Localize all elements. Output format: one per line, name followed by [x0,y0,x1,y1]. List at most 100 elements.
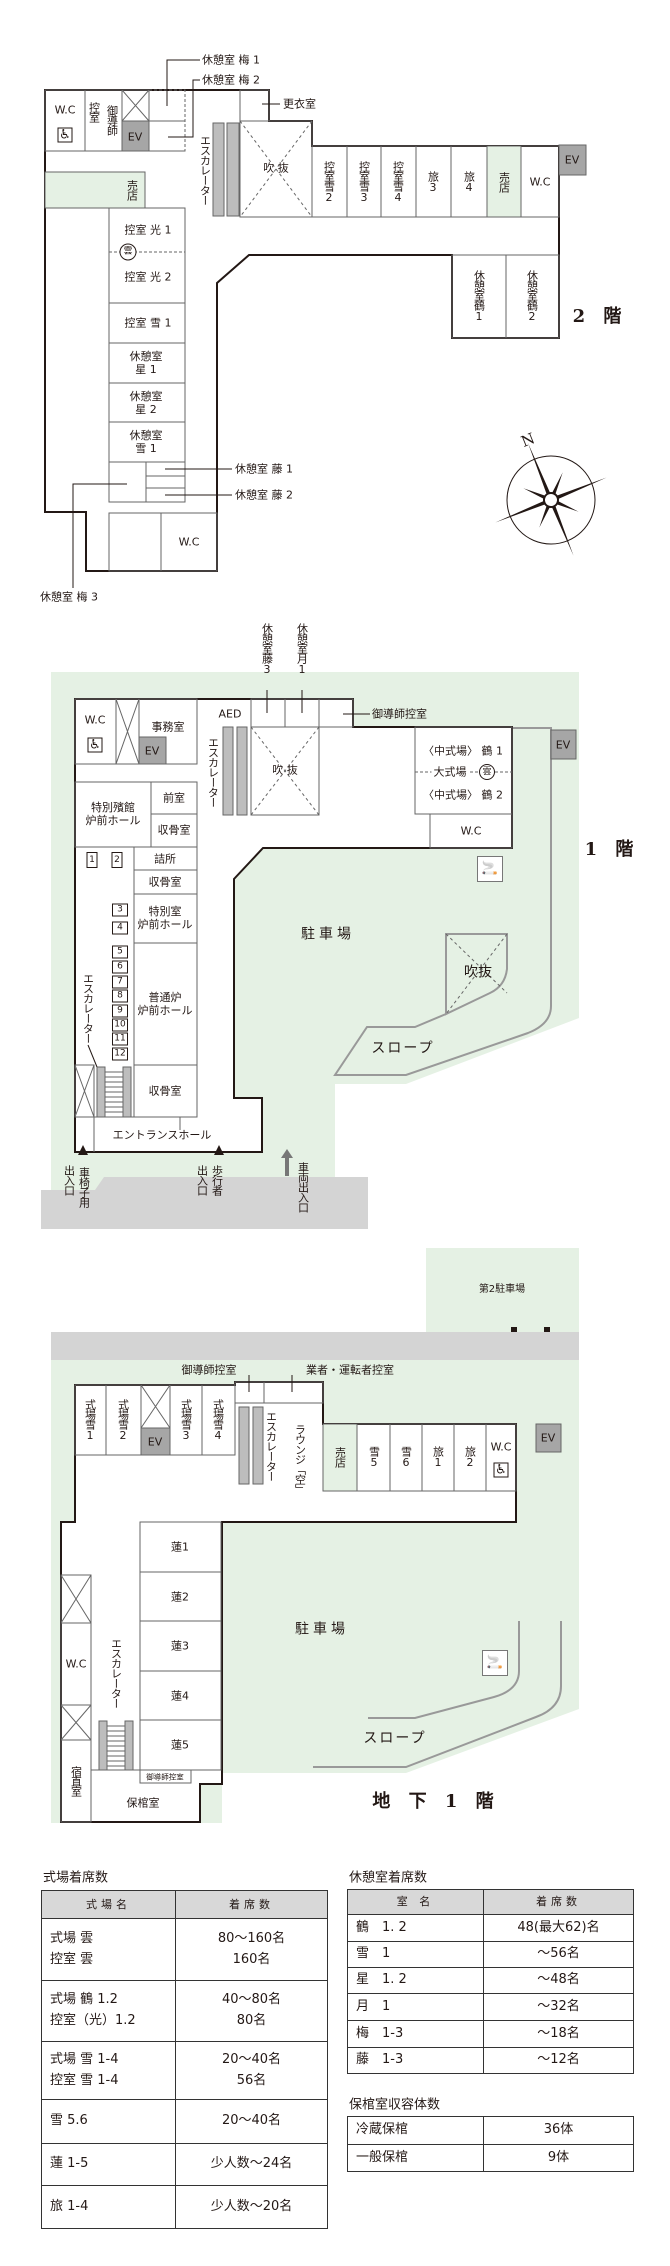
smoking-area-icon: 🚬 [482,1650,508,1676]
table-row: 雪 1～56名 [347,1941,634,1968]
b1-room-label: 雪6 [399,1446,413,1468]
column-header: 着席数 [483,1889,634,1915]
f1-shukotsu3-label: 収骨室 [148,1084,182,1098]
furnace-number: 4 [112,921,128,935]
f1-escalator-bar [222,726,234,816]
floor1-plan [41,672,579,1229]
f1-tokubetsu-shitsu-label: 特別室 炉前ホール [137,904,193,931]
b1-room-label: 旅2 [463,1446,477,1468]
f2-tsuru1-label: 休憩室鶴1 [472,270,486,322]
table-row: 藤 1-3～12名 [347,2047,634,2074]
b1-parking2-area [426,1248,579,1332]
f1-escalator2-label: エスカレーター [81,973,95,1043]
b1-gyousha-callout: 業者・運転者控室 [306,1363,394,1377]
f2-room-label: 控室雪2 [322,161,336,203]
seat-count: ～48名 [483,1967,634,1994]
b1-ren-label: 蓮5 [171,1738,189,1752]
f1-aed-label: AED [218,707,242,721]
b1-escalator2-label: エスカレーター [109,1638,123,1708]
wheelchair-icon: ♿ [57,127,73,143]
f2-shop-label: 売店 [125,180,139,200]
f2-escalator-bar [212,122,225,217]
f1-parking-label: 駐車場 [301,926,355,943]
wheelchair-icon: ♿ [493,1462,509,1478]
f1-escalator-bar [236,726,248,816]
furnace-number: 1 [86,852,98,868]
column-header: 室 名 [347,1889,484,1915]
b1-escalator-bar [238,1406,250,1485]
f2-ume3-callout: 休憩室 梅 3 [40,590,98,604]
pedestrian-entrance-arrow-icon [214,1145,224,1155]
f2-ev-right [558,144,587,176]
f2-room-label: 旅4 [462,171,476,193]
basement1-plan [51,1248,579,1823]
seat-count: 20～40名 [175,2099,328,2144]
f2-ev-label: EV [127,130,143,144]
ceremony-seating-title: 式場着席数 [43,1870,109,1886]
b1-ev-right [535,1423,562,1453]
f1-godoushi-hikae-callout: 御導師控室 [372,707,427,721]
f1-kumo-mark: 雲 [479,764,495,780]
b1-ev-right-label: EV [540,1431,556,1445]
f1-entrance-hall-label: エントランスホール [112,1128,212,1142]
furnace-number: 8 [112,989,128,1003]
f2-room-label: 控室雪4 [391,161,405,203]
f1-escalator-label: エスカレーター [206,737,220,807]
hall-name: 旅 1-4 [41,2185,176,2229]
f1-vehicle-exit-label: 車両出入口 [296,1162,310,1212]
f2-shop-area [44,171,146,209]
b1-ren-label: 蓮4 [171,1689,189,1703]
table-header-row: 室 名着席数 [347,1889,634,1915]
wheelchair-icon: ♿ [87,737,103,753]
f1-slope-label: スロープ [371,1040,435,1057]
floor2-title: 2 階 [572,306,628,328]
f1-atrium-small [445,933,508,1016]
f1-escalator-lower [96,1066,106,1118]
f2-room-label: 売店 [497,172,511,192]
f1-wc-label: W.C [84,713,106,727]
room-name: 星 1. 2 [347,1967,484,1994]
furnace-number: 7 [112,975,128,989]
column-header: 式場名 [41,1890,176,1919]
b1-room-label: 式場雪2 [116,1399,130,1441]
table-row: 梅 1-3～18名 [347,2020,634,2048]
f2-atrium-label: 吹 抜 [263,161,289,175]
f1-pedestrian-exit-label-b: 歩行者 [210,1165,224,1195]
f2-shop-2 [486,145,522,218]
b1-godoushi-small-label: 御導師控室 [146,1772,184,1782]
furnace-number: 5 [112,945,128,959]
f2-changing-room-label: 更衣室 [283,97,316,111]
f1-tsuki1-callout: 休憩室月1 [295,623,309,675]
f2-fuji1-callout: 休憩室 藤 1 [235,462,293,476]
b1-lounge-label: ラウンジ「空」 [293,1424,307,1494]
floor2-outline [44,89,560,572]
b1-parking-label: 駐車場 [295,1621,349,1638]
furnace-number: 3 [112,903,128,917]
b1-wc-label: W.C [490,1440,512,1454]
seat-count: ～32名 [483,1993,634,2021]
room-name: 月 1 [347,1993,484,2021]
hall-name: 式場 雲 控室 雲 [41,1918,176,1981]
room-name: 藤 1-3 [347,2047,484,2074]
seat-count: 80～160名 160名 [175,1918,328,1981]
seat-count: ～18名 [483,2020,634,2048]
b1-room-label: 式場雪1 [83,1399,97,1441]
f2-escalator-label: エスカレーター [198,135,212,205]
f1-fuji3-callout: 休憩室藤3 [260,623,274,675]
f2-fuji2-callout: 休憩室 藤 2 [235,488,293,502]
f2-wc2-label: W.C [178,535,200,549]
f1-tokubetsu-hall-label: 特別殯館 炉前ホール [85,800,141,827]
f1-daishikijo-label: 大式場 [431,765,469,779]
compass-rose [495,442,607,556]
f1-shukotsu2-label: 収骨室 [148,875,182,889]
b1-godoushi-hikae-callout: 御導師控室 [181,1363,237,1377]
hall-name: 式場 雪 1-4 控室 雪 1-4 [41,2041,176,2100]
seat-count: 20～40名 56名 [175,2041,328,2100]
f2-yuki1-label: 控室 雪 1 [124,316,172,330]
b1-ren-label: 蓮1 [171,1540,189,1554]
f1-atrium [250,726,320,816]
